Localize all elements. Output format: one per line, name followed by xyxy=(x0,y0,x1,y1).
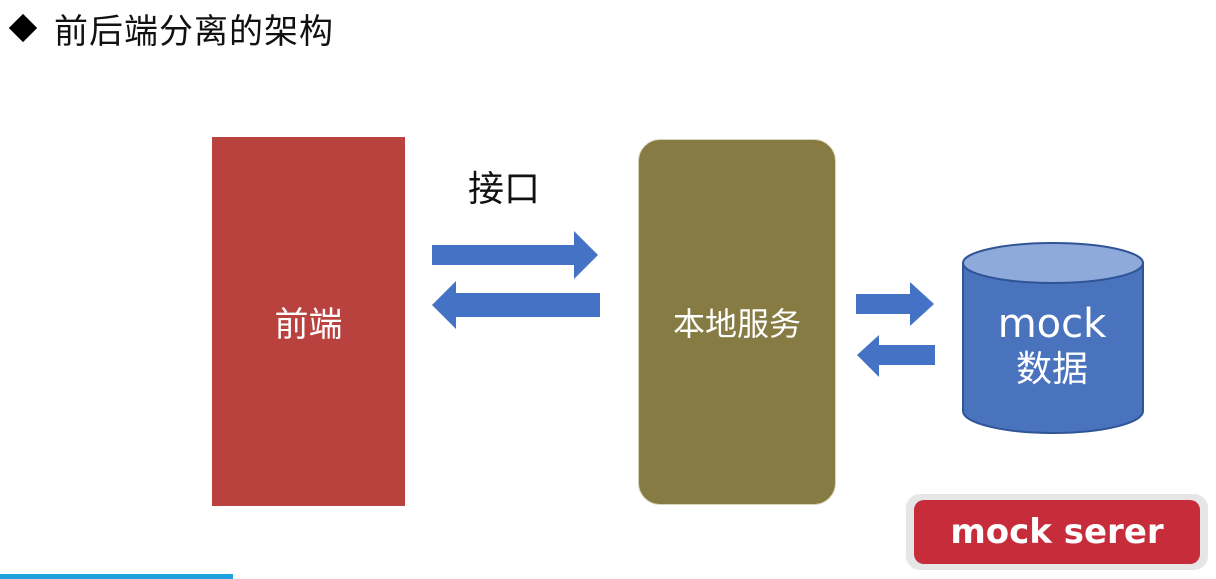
left-arrow-icon xyxy=(432,281,600,329)
left-arrow-icon xyxy=(857,335,935,377)
right-arrow-icon xyxy=(432,231,598,279)
frontend-label: 前端 xyxy=(274,305,343,345)
progress-bar xyxy=(0,574,233,579)
local-service-label: 本地服务 xyxy=(672,305,801,343)
local-service-box: 本地服务 xyxy=(638,139,836,505)
interface-label: 接口 xyxy=(468,169,541,210)
right-arrow-icon xyxy=(856,282,934,326)
database-label-line2: 数据 xyxy=(1015,349,1088,390)
database-cylinder-icon xyxy=(962,242,1144,434)
slide-title-row: 前后端分离的架构 xyxy=(8,4,334,52)
database-label-line1: mock xyxy=(997,301,1107,347)
mock-server-button[interactable]: mock serer xyxy=(914,500,1200,564)
database-label: mock 数据 xyxy=(962,300,1142,391)
frontend-box: 前端 xyxy=(212,137,405,506)
slide-title: 前后端分离的架构 xyxy=(54,11,334,52)
diamond-bullet-icon xyxy=(8,13,38,43)
